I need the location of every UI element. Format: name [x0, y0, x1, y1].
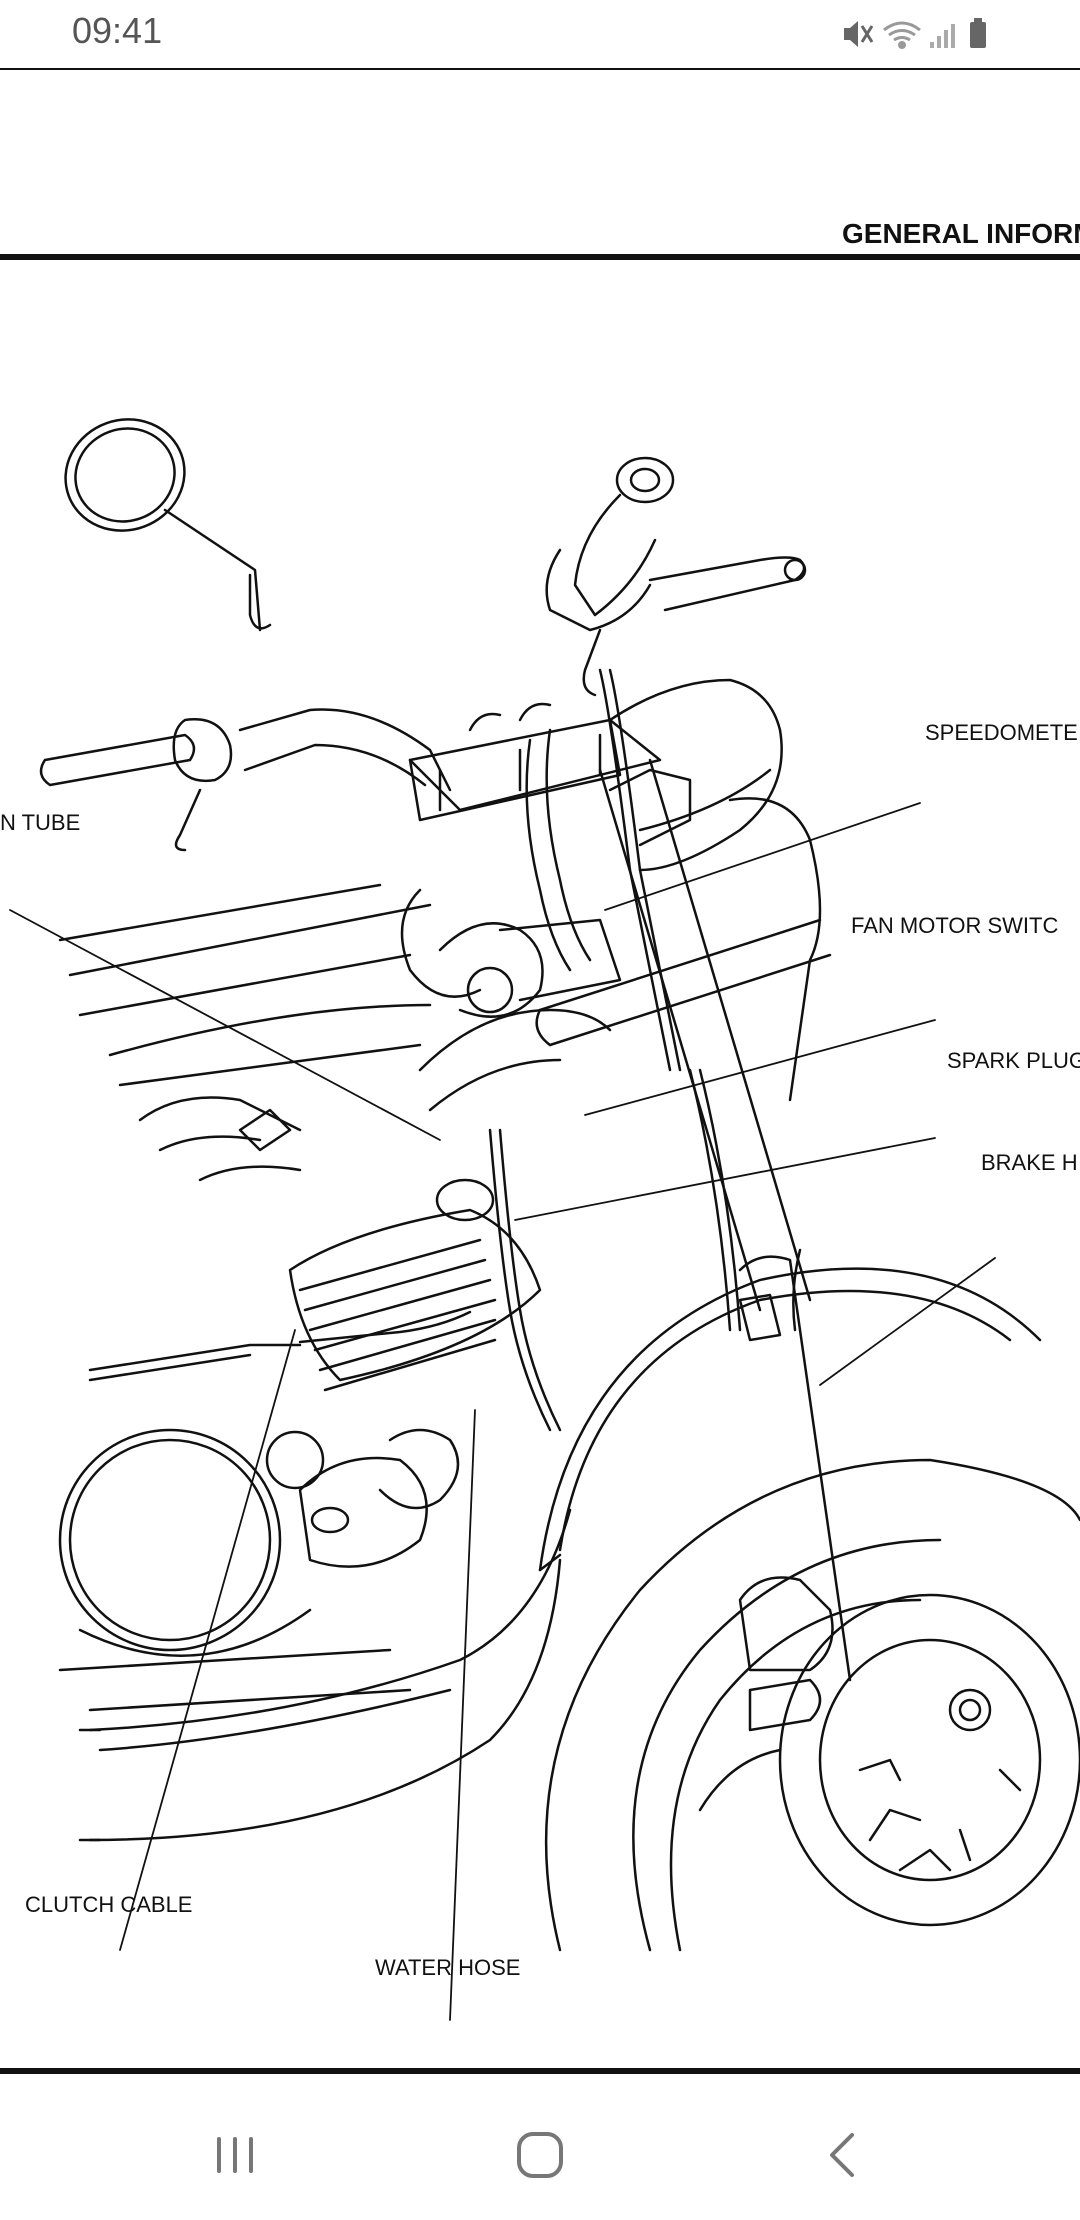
- wifi-icon: [883, 21, 921, 49]
- steering-column: [408, 702, 692, 847]
- footer-rule: [0, 2068, 1080, 2074]
- section-header: GENERAL INFORM: [842, 218, 1080, 249]
- battery-icon: [970, 18, 986, 48]
- status-icons: [844, 18, 986, 49]
- signal-icon: [930, 24, 955, 48]
- recent-apps-icon: [217, 2137, 253, 2173]
- callout-leaders: [9, 802, 996, 2021]
- handlebar-right: [545, 456, 807, 697]
- header-rule: [0, 254, 1080, 260]
- front-wheel: [544, 1458, 1080, 1952]
- status-divider: [0, 68, 1080, 70]
- motorcycle-diagram: [9, 418, 1080, 2021]
- navigation-bar: [0, 2075, 1080, 2220]
- callout-clutch-cable: CLUTCH CABLE: [25, 1892, 193, 1917]
- headlight-cowl: [608, 678, 783, 872]
- callout-brake: BRAKE H: [981, 1150, 1078, 1175]
- callout-spark-plug: SPARK PLUG: [947, 1048, 1080, 1073]
- callout-speedometer: SPEEDOMETE: [925, 720, 1078, 745]
- front-fork: [598, 758, 852, 1682]
- recent-apps-button[interactable]: [195, 2115, 275, 2195]
- home-icon: [517, 2132, 563, 2178]
- status-bar: 09:41: [0, 0, 1080, 68]
- status-time: 09:41: [72, 10, 163, 51]
- exhaust: [78, 1508, 572, 1842]
- callout-tube: N TUBE: [0, 810, 81, 835]
- clutch-cable-end: [88, 1310, 472, 1382]
- front-fender: [538, 1267, 1042, 1572]
- handlebar-left: [39, 708, 452, 852]
- mute-icon: [844, 21, 874, 47]
- back-icon: [830, 2133, 854, 2177]
- home-button[interactable]: [500, 2115, 580, 2195]
- engine: [138, 1096, 542, 1568]
- back-button[interactable]: [802, 2115, 882, 2195]
- clutch-cover: [58, 1428, 452, 1752]
- frame: [58, 883, 832, 1087]
- callout-water-hose: WATER HOSE: [375, 1955, 521, 1980]
- mirror: [64, 418, 272, 632]
- document-page[interactable]: GENERAL INFORM: [0, 70, 1080, 2075]
- cables: [418, 668, 822, 1432]
- callout-fan-motor-switch: FAN MOTOR SWITC: [851, 913, 1059, 938]
